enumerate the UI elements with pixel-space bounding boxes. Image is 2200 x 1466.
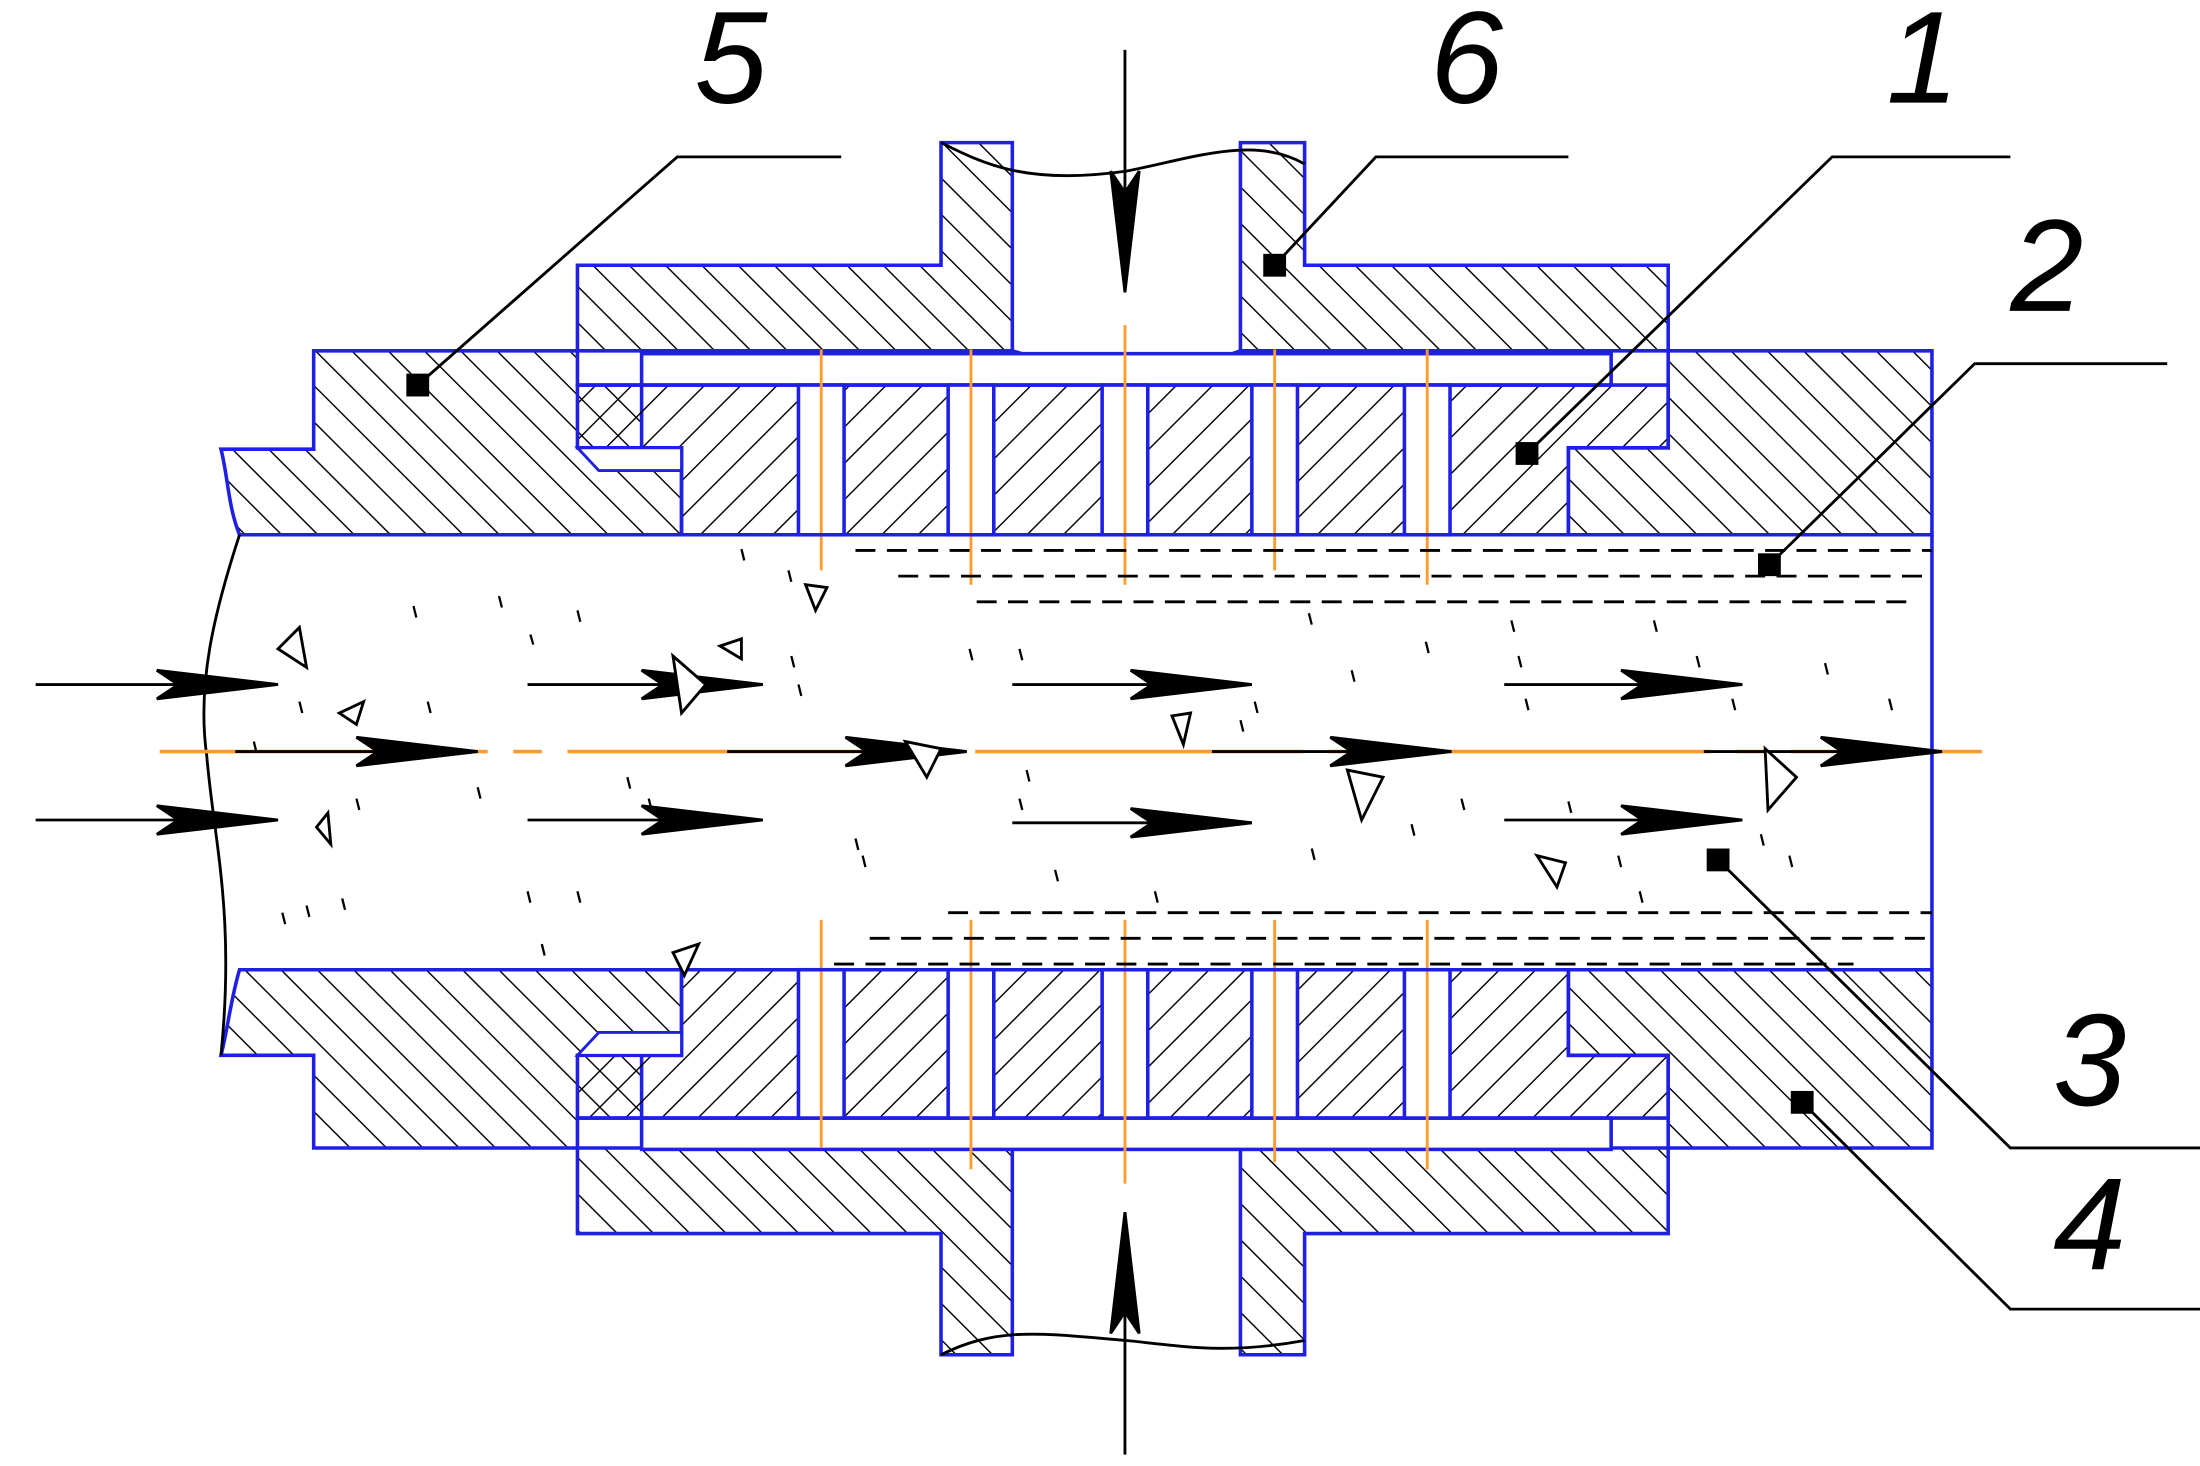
particle-dots xyxy=(252,548,1894,956)
inlet-arrow-pipe-top xyxy=(1109,49,1141,293)
callout-label-3: 3 xyxy=(2053,986,2126,1133)
inlet-arrow-bottom xyxy=(35,804,279,836)
leader-line-3 xyxy=(1717,858,2200,1150)
callout-label-1: 1 xyxy=(1886,0,1959,131)
leader-line-6 xyxy=(1273,155,1569,267)
inlet-arrow-pipe-bottom xyxy=(1109,1211,1141,1455)
flow-channel xyxy=(202,532,1934,1056)
flow-arrows xyxy=(35,49,1943,1455)
leader-line-2 xyxy=(1768,362,2168,566)
callout-label-5: 5 xyxy=(694,0,768,131)
callout-label-4: 4 xyxy=(2053,1150,2126,1297)
leader-lines xyxy=(416,155,2200,1311)
leader-line-4 xyxy=(1801,1101,2200,1311)
inlet-arrow-top xyxy=(35,668,279,701)
leader-line-5 xyxy=(416,155,842,387)
leader-line-1 xyxy=(1526,155,2011,455)
particles xyxy=(275,582,1799,979)
body-part-5-upper xyxy=(218,349,684,537)
callout-label-6: 6 xyxy=(1430,0,1503,131)
callout-label-2: 2 xyxy=(2009,192,2083,339)
callout-labels: 5 6 1 2 3 4 xyxy=(694,0,2126,1297)
